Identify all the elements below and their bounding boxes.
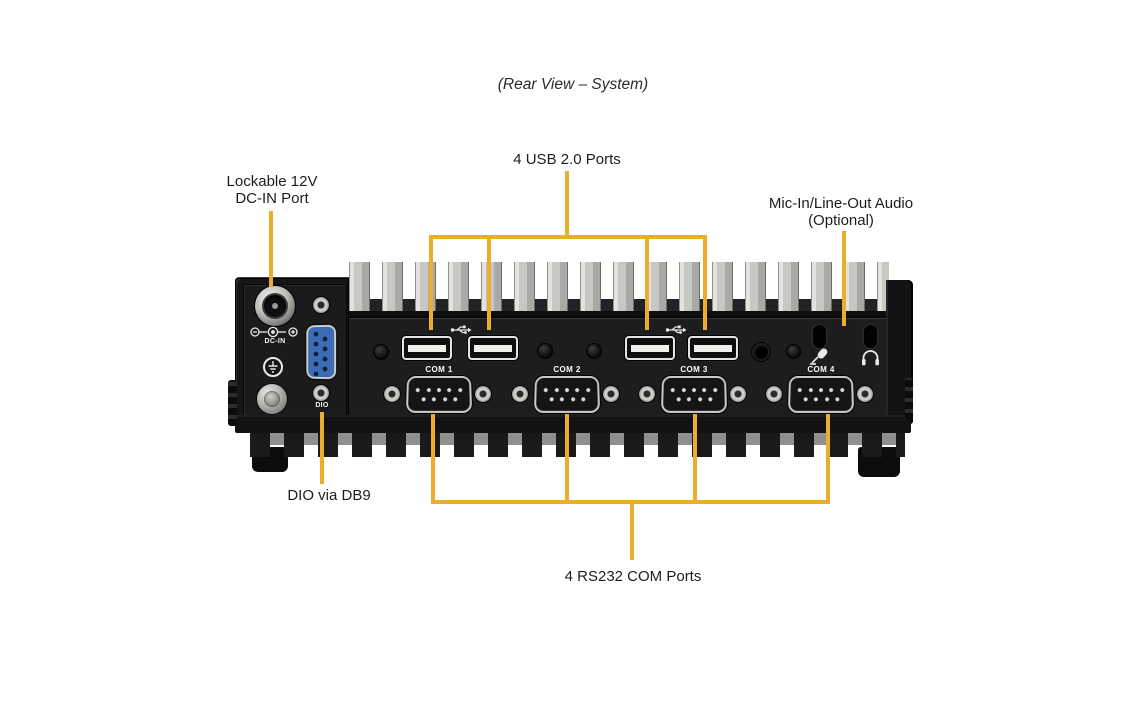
chassis-screw-head [264, 391, 280, 407]
callout-label-dio: DIO via DB9 [287, 487, 371, 504]
callout-label-dcin-line1: Lockable 12V [226, 173, 318, 190]
callout-line-usb-4 [703, 235, 707, 330]
panel-screw [587, 344, 601, 358]
callout-label-dcin-line2: DC-IN Port [235, 190, 309, 207]
com-standoff [384, 386, 400, 402]
ground-icon [263, 357, 283, 377]
callout-line-audio [842, 231, 846, 326]
callout-line-usb-1 [429, 235, 433, 330]
usb-tongue [694, 345, 732, 352]
panel-screw [787, 345, 800, 358]
com-port-2 [533, 376, 601, 413]
callout-line-usb-2 [487, 235, 491, 330]
dio-label: DIO [315, 402, 329, 409]
com-standoff [730, 386, 746, 402]
round-button [752, 343, 770, 361]
chassis-side-ridges-right [905, 378, 913, 420]
com-standoff [639, 386, 655, 402]
com1-label: COM 1 [425, 365, 453, 374]
usb-icon [665, 325, 687, 334]
callout-label-audio-line1: Mic-In/Line-Out Audio [768, 195, 914, 212]
com3-label: COM 3 [680, 365, 708, 374]
callout-label-audio: Mic-In/Line-Out Audio (Optional) [721, 195, 961, 229]
callout-line-com-1 [431, 414, 435, 504]
callout-label-usb: 4 USB 2.0 Ports [513, 151, 621, 168]
callout-line-dcin [269, 211, 273, 287]
callout-line-com-stem [630, 500, 634, 560]
dc-in-label: DC-IN [264, 338, 286, 345]
chassis-side-ridges-left [228, 380, 237, 426]
callout-line-usb-stem [565, 171, 569, 237]
callout-label-com: 4 RS232 COM Ports [564, 568, 702, 585]
diagram-title: (Rear View – System) [497, 76, 649, 93]
mic-in-jack [813, 325, 826, 348]
dio-port [306, 324, 337, 380]
ground-symbol-icon [268, 361, 278, 373]
chassis-bottom-edge [235, 415, 911, 433]
dc-in-port-pin [272, 303, 278, 309]
callout-line-com-4 [826, 414, 830, 504]
usb-tongue [474, 345, 512, 352]
callout-line-dio [320, 412, 324, 484]
mic-icon [810, 348, 828, 365]
line-out-jack [864, 325, 877, 348]
usb-port-3 [625, 336, 675, 360]
usb-tongue [631, 345, 669, 352]
com-standoff [857, 386, 873, 402]
callout-line-usb-bar [429, 235, 707, 239]
usb-icon [450, 325, 472, 334]
panel-screw [538, 344, 552, 358]
callout-label-audio-line2: (Optional) [808, 212, 874, 229]
com-standoff [512, 386, 528, 402]
panel-screw [374, 345, 388, 359]
com-standoff [766, 386, 782, 402]
dio-standoff-bottom [313, 385, 329, 401]
com2-label: COM 2 [553, 365, 581, 374]
headphones-icon [862, 350, 879, 366]
usb-port-2 [468, 336, 518, 360]
callout-label-dcin: Lockable 12V DC-IN Port [172, 173, 372, 207]
chassis-top-edge [349, 311, 889, 322]
callout-line-com-3 [693, 414, 697, 504]
usb-port-4 [688, 336, 738, 360]
com-standoff [475, 386, 491, 402]
dio-standoff-top [313, 297, 329, 313]
usb-tongue [408, 345, 446, 352]
com-standoff [603, 386, 619, 402]
callout-line-usb-3 [645, 235, 649, 330]
com-port-1 [405, 376, 473, 413]
dc-polarity-icon [250, 326, 298, 338]
usb-port-1 [402, 336, 452, 360]
callout-line-com-2 [565, 414, 569, 504]
com-port-4 [787, 376, 855, 413]
heatsink-fins-bottom [250, 433, 905, 457]
com-port-3 [660, 376, 728, 413]
com4-label: COM 4 [807, 365, 835, 374]
